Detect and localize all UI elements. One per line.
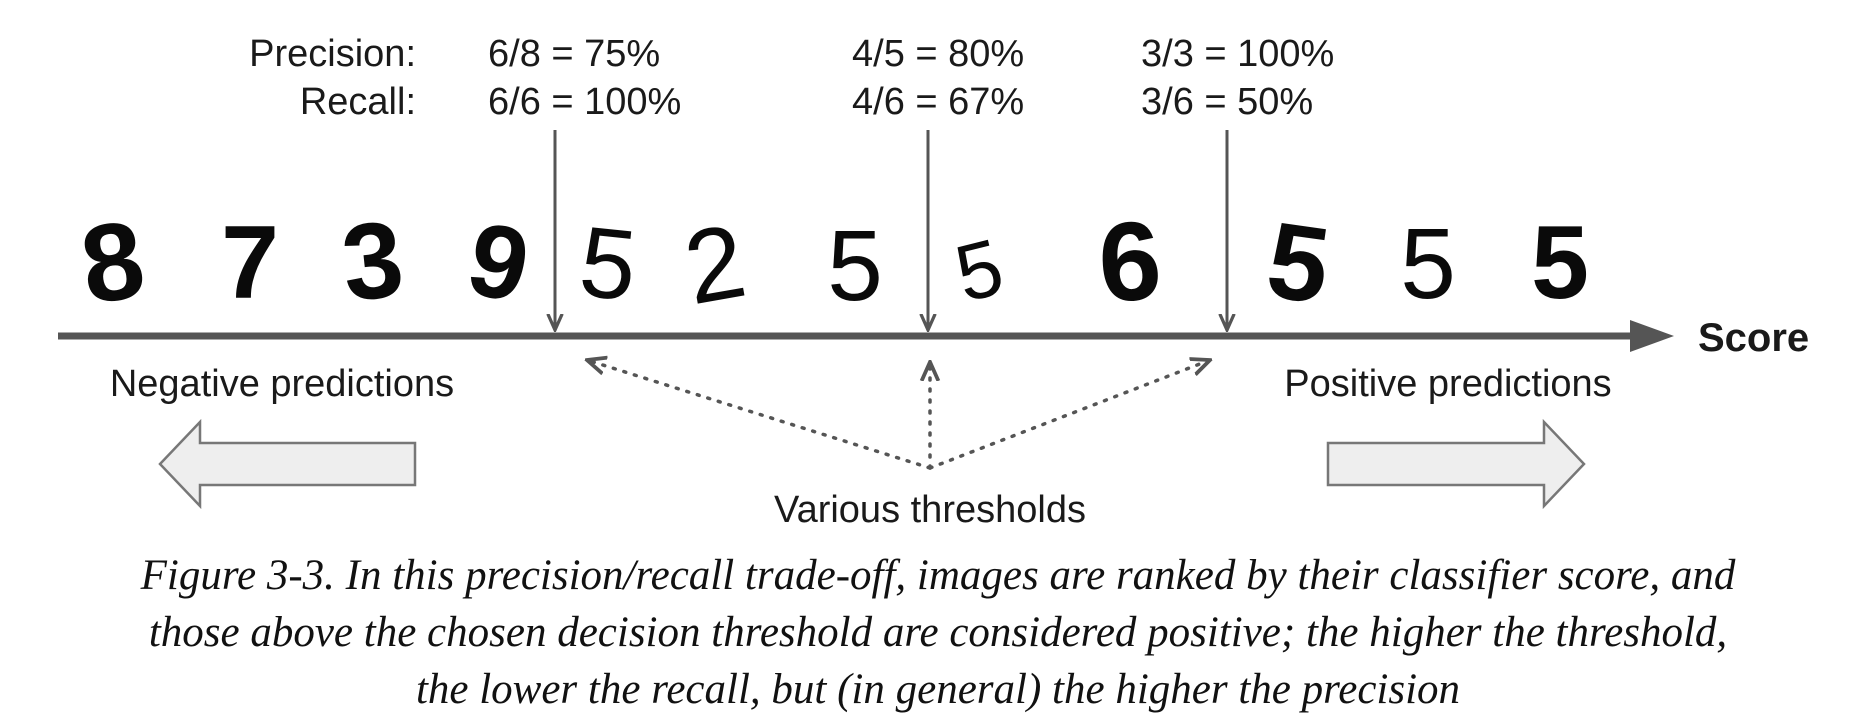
- digit-image: 5: [947, 222, 1012, 319]
- digit-image: 7: [221, 205, 279, 321]
- various-thresholds-label: Various thresholds: [774, 489, 1086, 531]
- threshold-1-precision: 6/8 = 75%: [488, 33, 660, 75]
- right-block-arrow-icon: [1326, 418, 1586, 510]
- caption-line-1: Figure 3-3. In this precision/recall tra…: [140, 552, 1736, 599]
- threshold-3-recall: 3/6 = 50%: [1141, 81, 1313, 123]
- recall-row-label: Recall:: [300, 81, 416, 123]
- digit-image: 5: [1400, 208, 1456, 320]
- digit-image: 9: [458, 200, 539, 325]
- digit-image: 5: [575, 205, 642, 322]
- digit-image: 6: [1094, 197, 1165, 326]
- threshold-2-recall: 4/6 = 67%: [852, 81, 1024, 123]
- dotted-pointer-right: [928, 360, 1210, 470]
- caption-line-2: those above the chosen decision threshol…: [149, 609, 1727, 656]
- threshold-1-recall: 6/6 = 100%: [488, 81, 681, 123]
- left-block-arrow-icon: [158, 418, 417, 510]
- digit-image: 5: [1260, 198, 1336, 326]
- negative-predictions-label: Negative predictions: [110, 363, 454, 405]
- precision-row-label: Precision:: [249, 33, 416, 75]
- digit-image: 3: [336, 197, 408, 324]
- caption-line-3: the lower the recall, but (in general) t…: [416, 666, 1460, 713]
- threshold-3-precision: 3/3 = 100%: [1141, 33, 1334, 75]
- threshold-2-precision: 4/5 = 80%: [852, 33, 1024, 75]
- score-axis-arrowhead-icon: [1630, 320, 1674, 352]
- digit-image: 5: [827, 210, 883, 322]
- digit-image: 2: [676, 203, 753, 327]
- dotted-pointer-left: [587, 360, 932, 470]
- axis-label: Score: [1698, 316, 1809, 360]
- digit-image: 5: [1531, 205, 1589, 321]
- digit-image: 8: [74, 197, 152, 327]
- positive-predictions-label: Positive predictions: [1284, 363, 1611, 405]
